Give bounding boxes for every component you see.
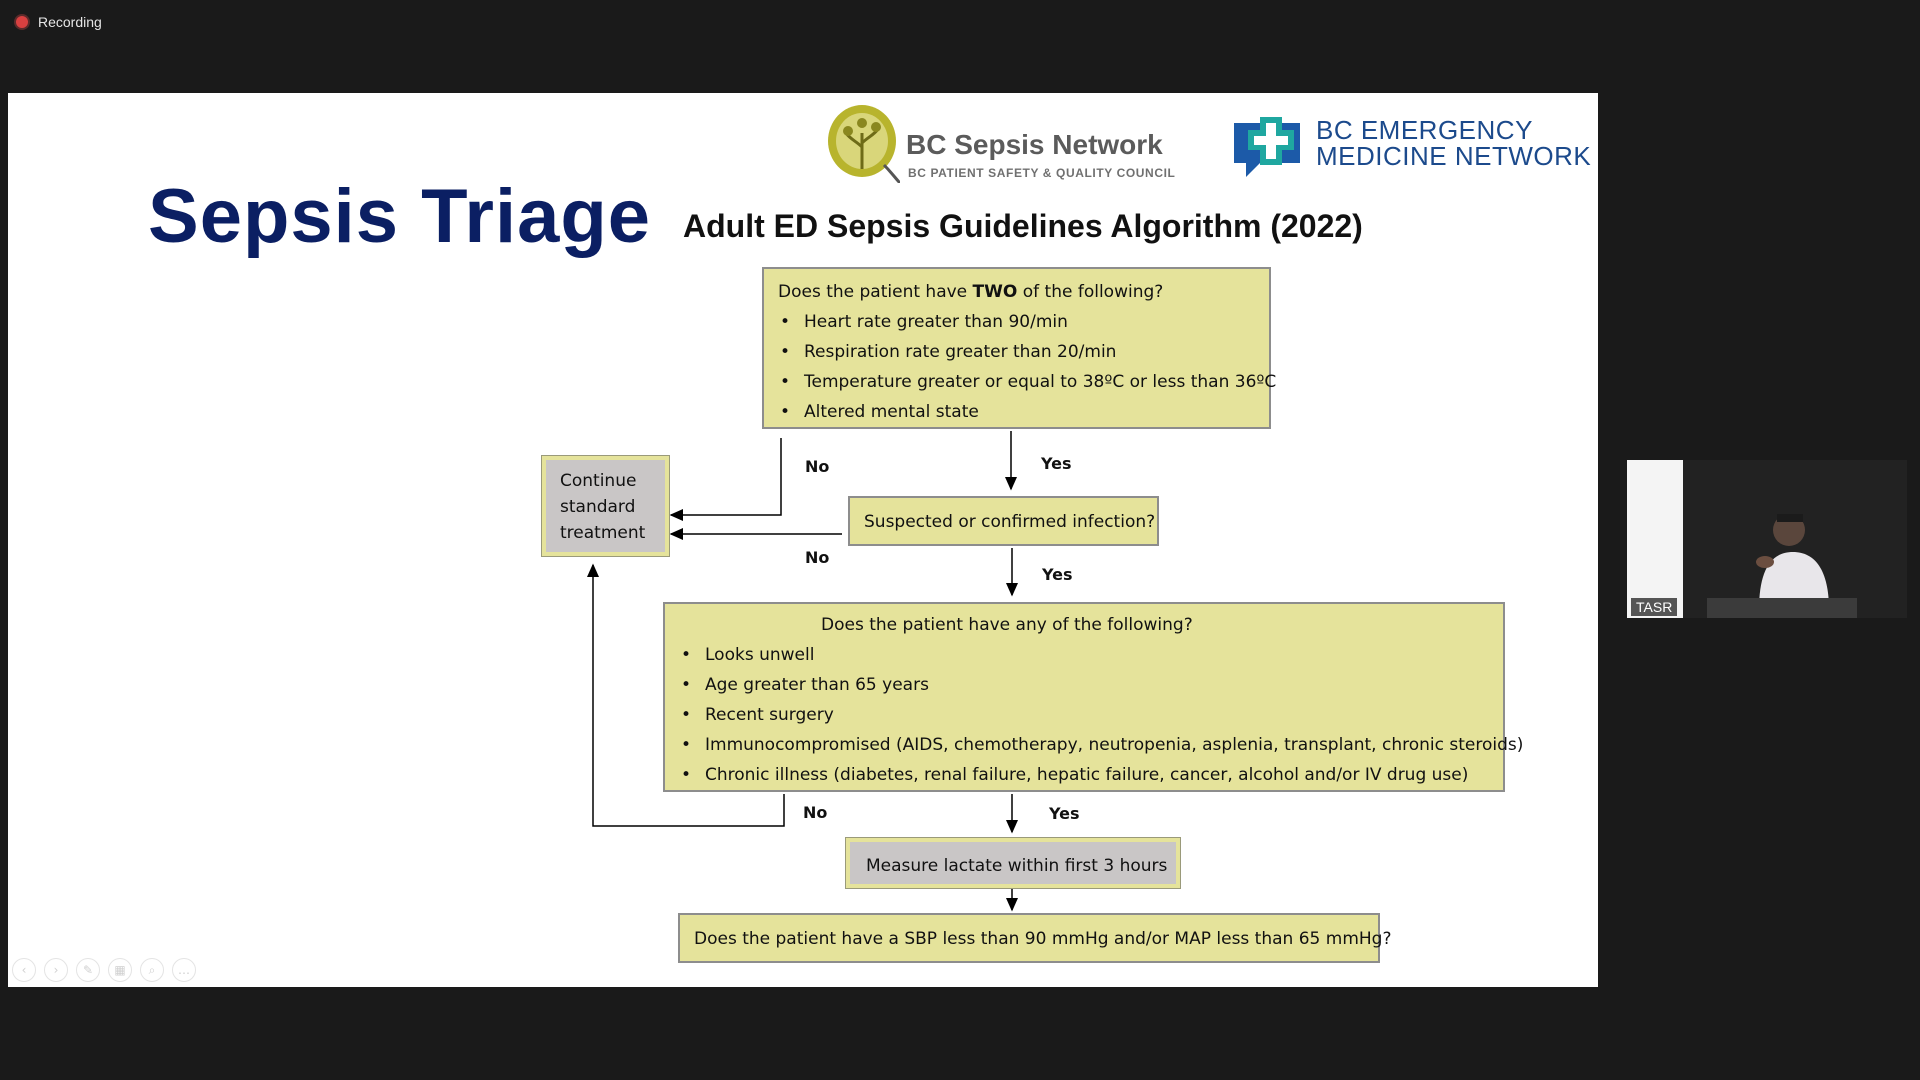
continue-treatment-box: Continue standard treatment: [541, 455, 670, 557]
vital-signs-criteria-box: Does the patient have TWO of the followi…: [762, 267, 1276, 429]
list-item: Looks unwell: [679, 640, 1489, 670]
pen-icon[interactable]: ✎: [76, 958, 100, 982]
medical-cross-icon: [1234, 117, 1300, 177]
vital-signs-question: Does the patient have TWO of the followi…: [778, 282, 1164, 302]
risk-factors-question: Does the patient have any of the followi…: [821, 615, 1193, 635]
risk-factors-box: Does the patient have any of the followi…: [663, 602, 1523, 792]
infection-question-box: Suspected or confirmed infection?: [848, 496, 1159, 546]
recording-label: Recording: [38, 14, 102, 30]
emergency-network-line1: BC EMERGENCY: [1316, 115, 1533, 145]
record-icon: [16, 16, 28, 28]
next-slide-icon[interactable]: ›: [44, 958, 68, 982]
participant-video-tile[interactable]: TASR: [1627, 460, 1907, 618]
previous-slide-icon[interactable]: ‹: [12, 958, 36, 982]
presentation-slide: Sepsis Triage BC Sepsis Network BC PATIE…: [8, 93, 1598, 987]
emergency-network-line2: MEDICINE NETWORK: [1316, 141, 1592, 171]
list-item: Recent surgery: [679, 700, 1489, 730]
list-item: Age greater than 65 years: [679, 670, 1489, 700]
vital-signs-list: Heart rate greater than 90/min Respirati…: [778, 307, 1276, 427]
yes-label: Yes: [1041, 454, 1072, 473]
sepsis-tree-icon: [828, 105, 900, 183]
slide-title: Sepsis Triage: [148, 174, 652, 259]
sepsis-network-name: BC Sepsis Network: [906, 129, 1163, 160]
list-item: Altered mental state: [778, 397, 1255, 427]
video-background: [1627, 460, 1683, 618]
yes-label: Yes: [1049, 804, 1080, 823]
no-label: No: [805, 457, 830, 476]
blood-pressure-question-box: Does the patient have a SBP less than 90…: [678, 913, 1391, 963]
list-item: Immunocompromised (AIDS, chemotherapy, n…: [679, 730, 1523, 760]
slide-toolbar: ‹ › ✎ ▦ ⌕ …: [12, 958, 196, 982]
algorithm-title: Adult ED Sepsis Guidelines Algorithm (20…: [683, 208, 1363, 244]
more-options-icon[interactable]: …: [172, 958, 196, 982]
list-item: Heart rate greater than 90/min: [778, 307, 1255, 337]
measure-lactate-box: Measure lactate within first 3 hours: [845, 837, 1181, 889]
podium: [1707, 598, 1857, 618]
no-label: No: [805, 548, 830, 567]
sepsis-network-subtitle: BC PATIENT SAFETY & QUALITY COUNCIL: [908, 166, 1176, 180]
list-item: Temperature greater or equal to 38ºC or …: [778, 367, 1276, 397]
bc-emergency-medicine-logo: BC EMERGENCY MEDICINE NETWORK: [1230, 115, 1592, 185]
slides-grid-icon[interactable]: ▦: [108, 958, 132, 982]
list-item: Chronic illness (diabetes, renal failure…: [679, 760, 1489, 790]
bc-sepsis-network-logo: BC Sepsis Network BC PATIENT SAFETY & QU…: [826, 103, 1175, 188]
flowchart-connectors: [587, 431, 1018, 912]
no-label: No: [803, 803, 828, 822]
speaker-silhouette: [1756, 514, 1829, 610]
risk-factors-list: Looks unwell Age greater than 65 years R…: [679, 640, 1523, 790]
list-item: Respiration rate greater than 20/min: [778, 337, 1255, 367]
recording-indicator: Recording: [16, 14, 102, 30]
participant-name: TASR: [1631, 598, 1678, 616]
zoom-icon[interactable]: ⌕: [140, 958, 164, 982]
yes-label: Yes: [1042, 565, 1073, 584]
